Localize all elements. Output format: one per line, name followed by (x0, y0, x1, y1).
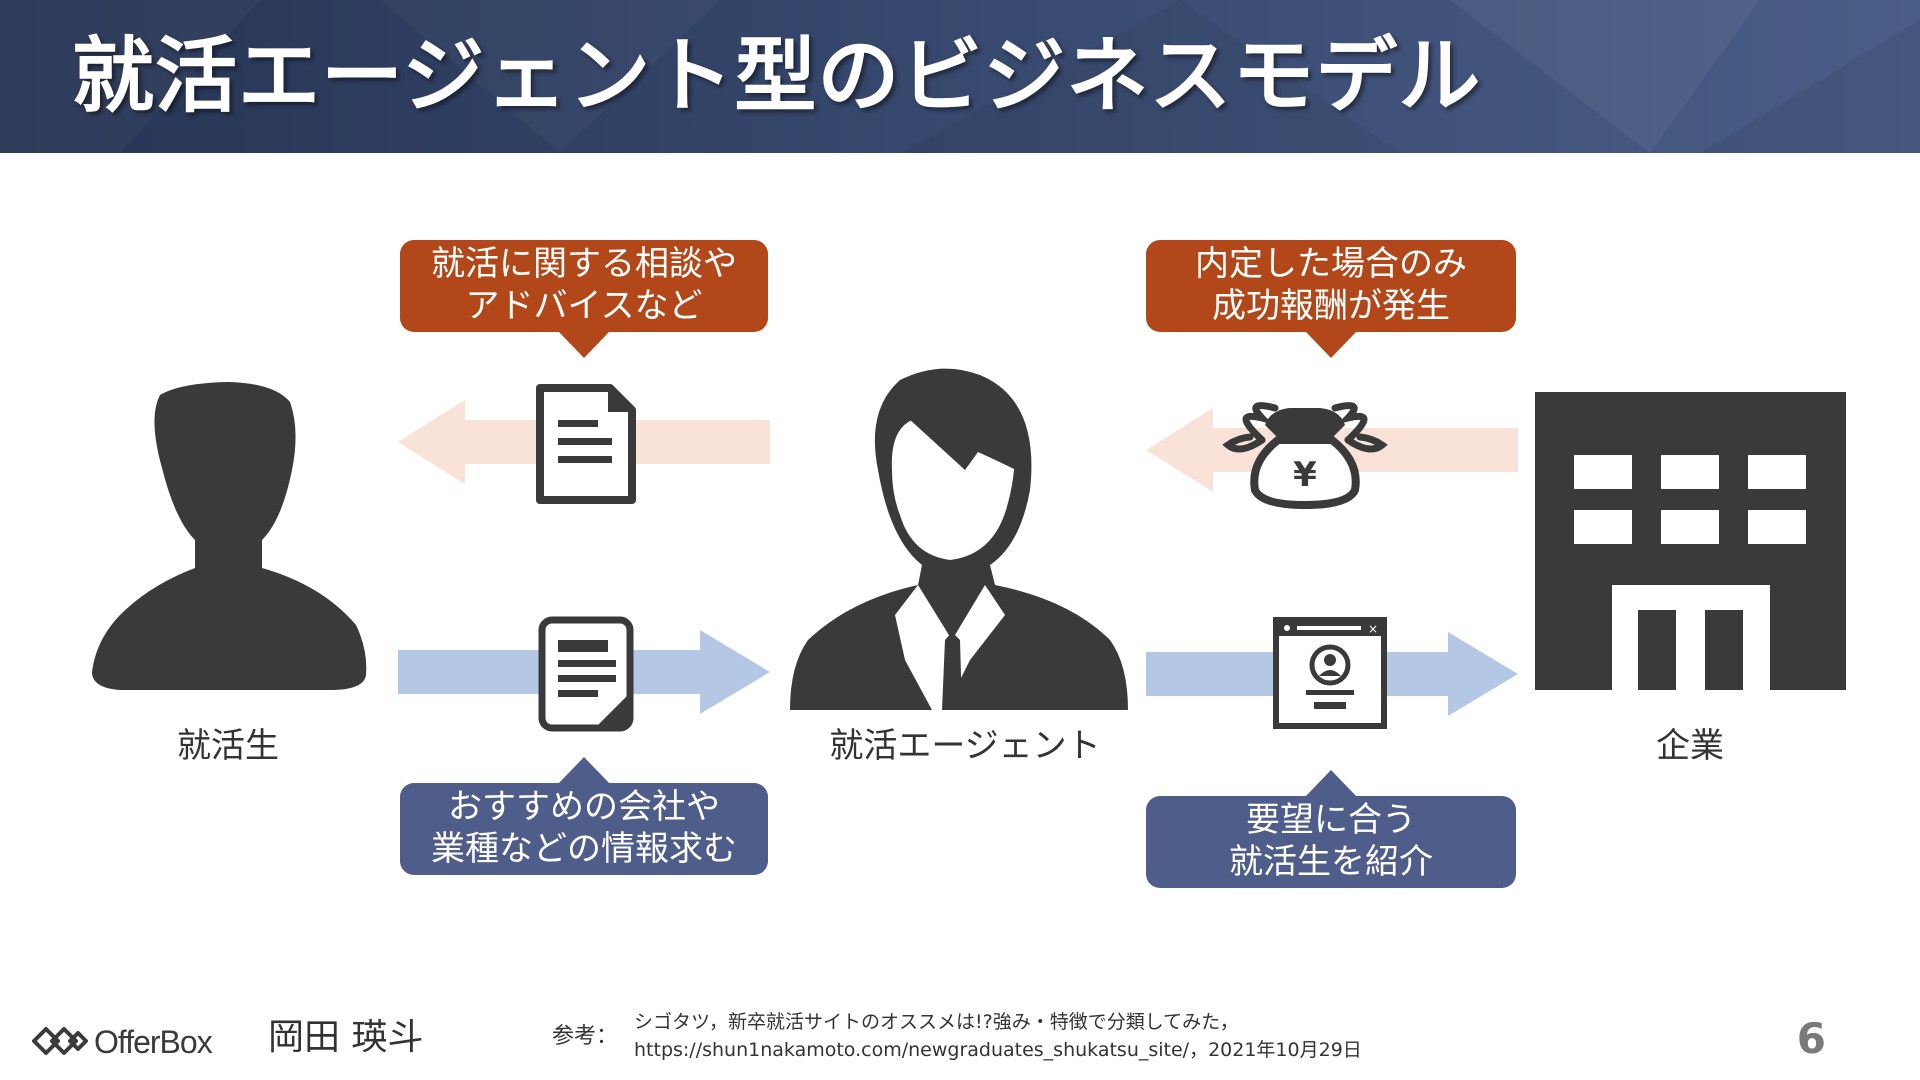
callout-fee-line2: 成功報酬が発生 (1212, 286, 1450, 326)
callout-fee-line1: 内定した場合のみ (1195, 244, 1467, 284)
agent-label: 就活エージェント (829, 726, 1101, 766)
callout-advice-line1: 就活に関する相談や (431, 244, 737, 284)
offerbox-logo-mark-icon (32, 1027, 88, 1055)
agent-silhouette-icon (790, 368, 1128, 710)
callout-fee-tail (1305, 331, 1357, 358)
author-name: 岡田 瑛斗 (268, 1017, 424, 1058)
callout-match: 要望に合う 就活生を紹介 (1146, 770, 1516, 888)
svg-text:¥: ¥ (1293, 455, 1317, 495)
document-icon (536, 384, 636, 504)
reference-line-2: https://shun1nakamoto.com/newgraduates_s… (634, 1039, 1362, 1061)
callout-advice-tail (558, 331, 610, 358)
offerbox-logo-text: OfferBox (94, 1024, 213, 1060)
callout-fee: 内定した場合のみ 成功報酬が発生 (1146, 240, 1516, 358)
slide-title: 就活エージェント型のビジネスモデル (72, 29, 1482, 124)
callout-match-tail (1305, 770, 1357, 797)
callout-advice: 就活に関する相談や アドバイスなど (400, 240, 768, 358)
callout-info-line2: 業種などの情報求む (431, 829, 737, 869)
reference-line-1: シゴタツ，新卒就活サイトのオススメは!?強み・特徴で分類してみた， (634, 1011, 1239, 1033)
offerbox-logo: OfferBox (32, 1024, 214, 1060)
office-building-icon (1535, 392, 1846, 690)
svg-text:×: × (1368, 622, 1378, 636)
callout-info: おすすめの会社や 業種などの情報求む (400, 757, 768, 875)
winged-money-bag-icon: ¥ (1222, 402, 1388, 510)
reference-label: 参考： (552, 1024, 619, 1049)
profile-window-icon: × (1273, 617, 1387, 729)
callout-info-tail (558, 757, 610, 784)
callout-match-line2: 就活生を紹介 (1229, 842, 1433, 882)
header-background-pattern (0, 0, 1920, 153)
company-label: 企業 (1656, 726, 1724, 766)
form-document-icon (538, 616, 634, 732)
title-bar: 就活エージェント型のビジネスモデル (0, 0, 1920, 153)
callout-advice-line2: アドバイスなど (465, 286, 703, 326)
callout-match-line1: 要望に合う (1246, 800, 1416, 840)
callout-info-line1: おすすめの会社や (448, 787, 720, 827)
student-label: 就活生 (177, 726, 279, 766)
reference-text: シゴタツ，新卒就活サイトのオススメは!?強み・特徴で分類してみた， https:… (634, 1008, 1362, 1064)
page-number: 6 (1796, 1014, 1826, 1063)
person-silhouette-icon (92, 382, 367, 690)
